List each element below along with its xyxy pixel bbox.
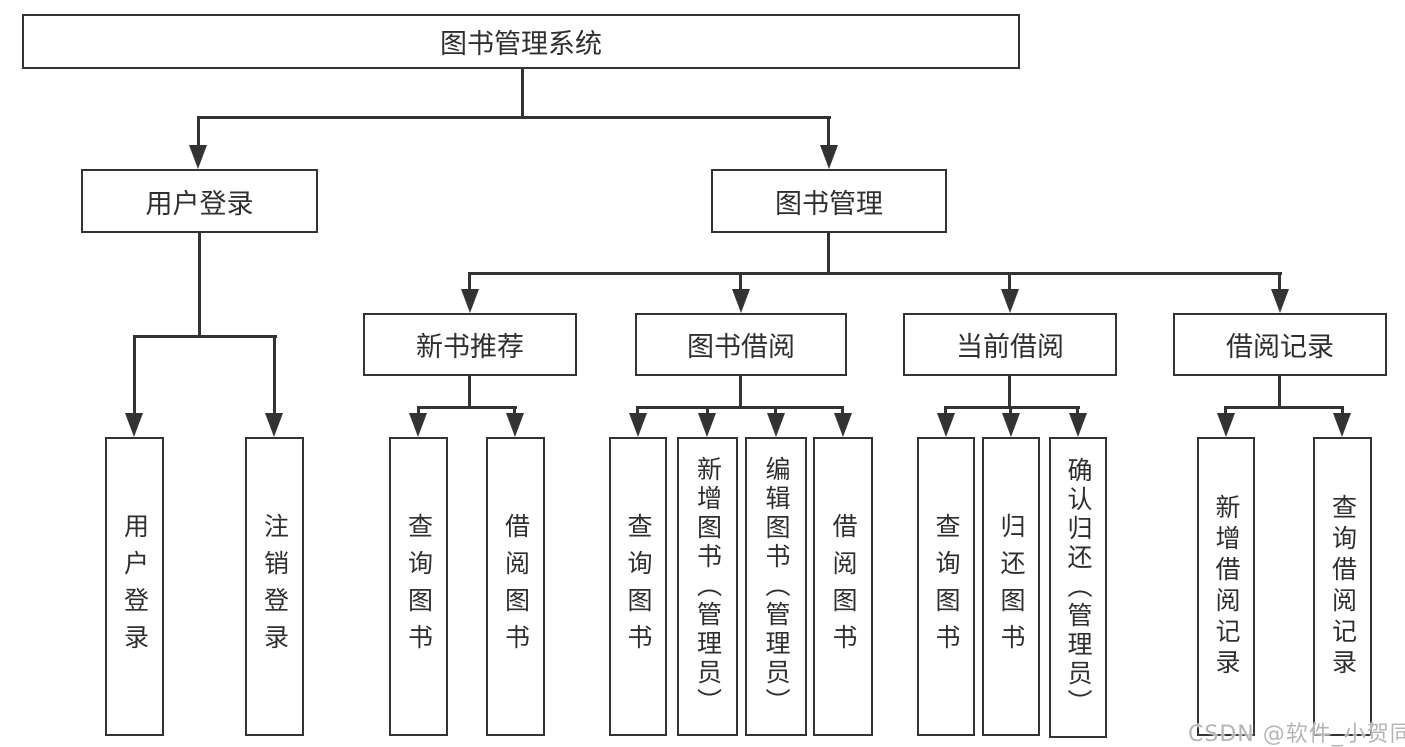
node-label: 归还图书 [997, 512, 1026, 661]
leaf-user-login: 用户登录 [105, 437, 164, 736]
connector-drop [513, 406, 516, 416]
arrowhead [461, 289, 479, 313]
leaf-add-borrow-record: 新增借阅记录 [1197, 437, 1255, 736]
node-label: 查询图书 [932, 512, 961, 661]
node-book-management: 图书管理 [711, 169, 947, 233]
connector-drop [417, 406, 420, 416]
node-label: 图书管理 [775, 188, 883, 220]
connector-book-borrow-trunk [739, 376, 742, 409]
connector-new-book-trunk [468, 376, 471, 409]
node-label: 图书借阅 [687, 332, 795, 363]
arrowhead [189, 145, 207, 169]
leaf-logout: 注销登录 [245, 437, 304, 736]
arrowhead [1001, 289, 1019, 313]
arrowhead [506, 413, 524, 437]
connector-borrow-record-trunk [1278, 376, 1281, 409]
connector-drop [706, 406, 709, 416]
leaf-query-books: 查询图书 [917, 437, 975, 736]
connector-drop [944, 406, 947, 416]
connector-drop [133, 335, 136, 415]
node-borrowing-records: 借阅记录 [1173, 313, 1387, 376]
node-label: 用户登录 [120, 512, 150, 661]
arrowhead [820, 145, 838, 169]
node-label: 注销登录 [260, 512, 290, 661]
node-library-management-system: 图书管理系统 [22, 14, 1020, 69]
arrowhead [1217, 413, 1235, 437]
connector-drop [827, 116, 830, 147]
arrowhead [629, 413, 647, 437]
connector-drop [1009, 406, 1012, 416]
leaf-borrow-books: 借阅图书 [486, 437, 545, 736]
connector-drop [1341, 406, 1344, 416]
connector-book-borrow-branch [636, 406, 844, 409]
connector-drop [197, 116, 200, 147]
node-label: 用户登录 [145, 188, 254, 220]
leaf-add-book-admin: 新增图书（管理员） [677, 437, 738, 736]
leaf-borrow-books: 借阅图书 [813, 437, 873, 736]
connector-drop [774, 406, 777, 416]
connector-user-login-branch [133, 335, 277, 338]
arrowhead [767, 413, 785, 437]
arrowhead [1069, 413, 1087, 437]
leaf-confirm-return-admin: 确认归还（管理员） [1049, 437, 1107, 738]
leaf-return-books: 归还图书 [982, 437, 1040, 736]
node-label: 当前借阅 [956, 332, 1064, 363]
arrowhead [834, 413, 852, 437]
arrowhead [265, 413, 283, 437]
node-label: 借阅图书 [829, 512, 858, 661]
node-label: 编辑图书（管理员） [762, 456, 791, 717]
node-label: 查询图书 [404, 512, 434, 661]
node-label: 图书管理系统 [440, 29, 602, 60]
connector-root-trunk [521, 69, 524, 118]
arrowhead [1002, 413, 1020, 437]
connector-drop [468, 272, 471, 292]
arrowhead [1333, 413, 1351, 437]
node-label: 新增图书（管理员） [693, 456, 723, 717]
node-book-borrowing: 图书借阅 [635, 313, 847, 376]
csdn-watermark: CSDN @软件_小贺同学 [1188, 722, 1405, 747]
leaf-edit-book-admin: 编辑图书（管理员） [745, 437, 807, 736]
connector-drop [1008, 272, 1011, 292]
connector-root-branch [197, 116, 831, 119]
connector-current-borrow-branch [944, 406, 1080, 409]
node-label: 借阅记录 [1226, 332, 1334, 363]
node-label: 新增借阅记录 [1212, 493, 1241, 680]
leaf-query-borrow-record: 查询借阅记录 [1313, 437, 1372, 736]
arrowhead [937, 413, 955, 437]
connector-user-login-trunk [198, 233, 201, 338]
leaf-query-books: 查询图书 [389, 437, 448, 736]
node-user-login: 用户登录 [81, 169, 318, 233]
connector-borrow-record-branch [1224, 406, 1344, 409]
arrowhead [409, 413, 427, 437]
leaf-query-books: 查询图书 [609, 437, 667, 736]
node-label: 确认归还（管理员） [1064, 457, 1093, 718]
node-label: 借阅图书 [501, 512, 531, 661]
connector-drop [841, 406, 844, 416]
connector-drop [1224, 406, 1227, 416]
node-label: 查询图书 [624, 512, 653, 661]
connector-drop [1278, 272, 1281, 292]
connector-book-mgmt-trunk [827, 233, 830, 275]
arrowhead [732, 289, 750, 313]
connector-current-borrow-trunk [1008, 376, 1011, 409]
node-label: 新书推荐 [416, 332, 524, 363]
connector-drop [1076, 406, 1079, 416]
node-label: 查询借阅记录 [1328, 493, 1358, 680]
connector-drop [636, 406, 639, 416]
connector-drop [739, 272, 742, 292]
arrowhead [698, 413, 716, 437]
connector-new-book-branch [417, 406, 517, 409]
connector-book-mgmt-branch [468, 272, 1282, 275]
connector-drop [273, 335, 276, 415]
node-current-borrowing: 当前借阅 [903, 313, 1117, 376]
arrowhead [125, 413, 143, 437]
arrowhead [1271, 289, 1289, 313]
node-new-book-recommendation: 新书推荐 [363, 313, 577, 376]
